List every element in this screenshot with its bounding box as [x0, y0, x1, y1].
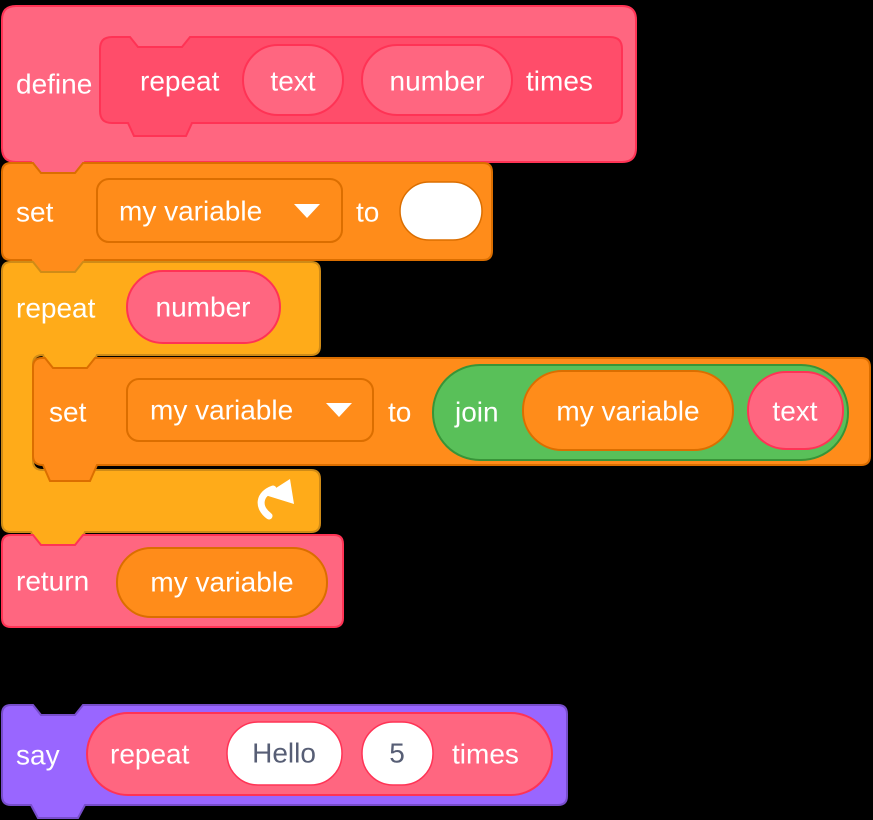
say-keyword: say: [16, 740, 60, 771]
define-stack: define repeat text number times set my v…: [1, 5, 871, 628]
prototype-param-number-label: number: [390, 66, 485, 97]
join-arg-variable-label: my variable: [556, 396, 699, 427]
repeat-count-label: number: [156, 292, 251, 323]
call-arg-text-value: Hello: [252, 738, 316, 769]
join-keyword: join: [454, 397, 499, 428]
join-arg-text-reporter[interactable]: [747, 371, 844, 450]
dropdown-arrow-icon: [294, 204, 320, 218]
join-arg-text-label: text: [772, 396, 817, 427]
inner-variable-dropdown[interactable]: [126, 378, 374, 442]
prototype-suffix-label: times: [526, 66, 593, 97]
prototype-param-text[interactable]: [242, 44, 344, 116]
call-arg-number-input[interactable]: [361, 721, 434, 786]
inner-set-to-label: to: [388, 397, 411, 428]
inner-variable-dropdown-label: my variable: [150, 395, 293, 426]
call-suffix-label: times: [452, 739, 519, 770]
loop-arrow-icon: [257, 479, 294, 520]
return-keyword: return: [16, 566, 89, 597]
join-arg-variable-reporter[interactable]: [522, 370, 734, 451]
prototype-name-label: repeat: [140, 66, 220, 97]
call-arg-text-input[interactable]: [226, 721, 343, 786]
call-arg-number-value: 5: [389, 738, 405, 769]
repeat-count-reporter[interactable]: [126, 270, 281, 344]
variable-dropdown[interactable]: [96, 178, 343, 243]
define-keyword: define: [16, 69, 92, 100]
inner-set-keyword: set: [49, 397, 87, 428]
set-keyword: set: [16, 197, 54, 228]
repeat-keyword: repeat: [16, 293, 96, 324]
prototype-param-text-label: text: [270, 66, 315, 97]
say-stack: say repeat Hello 5 times: [1, 704, 568, 819]
set-value-input[interactable]: [399, 181, 483, 241]
prototype-param-number[interactable]: [361, 44, 513, 116]
return-value-reporter[interactable]: [116, 547, 328, 618]
call-name-label: repeat: [110, 739, 190, 770]
dropdown-arrow-icon: [326, 403, 352, 417]
set-to-label: to: [356, 197, 379, 228]
return-value-label: my variable: [150, 567, 293, 598]
variable-dropdown-label: my variable: [119, 196, 262, 227]
